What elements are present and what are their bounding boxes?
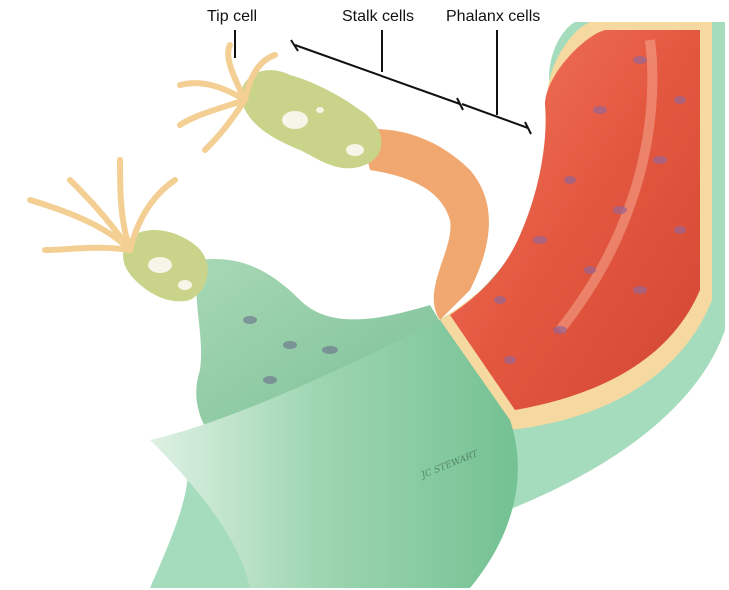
stalk-cells-label: Stalk cells — [342, 8, 414, 26]
tip-cell-upper — [240, 70, 381, 168]
tip-cell-label: Tip cell — [207, 8, 257, 26]
stalk-sprout-upper — [360, 129, 489, 320]
phalanx-cells-label: Phalanx cells — [446, 8, 540, 26]
